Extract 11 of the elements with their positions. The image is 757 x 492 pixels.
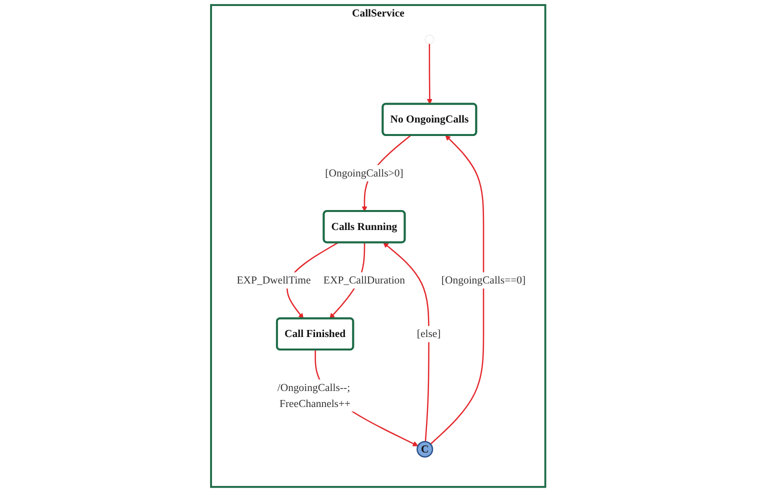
edge-label: [OngoingCalls>0] [325,166,404,179]
edge-label: [OngoingCalls==0] [442,274,526,286]
edge-label: /OngoingCalls--; FreeChannels++ [278,381,351,410]
edge-label: EXP_DwellTime [237,274,312,286]
arrow [383,242,430,442]
node-circle: C [416,441,434,458]
arrow [430,135,484,445]
edge-label: [else] [417,328,442,340]
arrow [427,44,433,104]
edge-label: EXP_CallDuration [324,274,406,286]
node-circle [425,34,434,44]
